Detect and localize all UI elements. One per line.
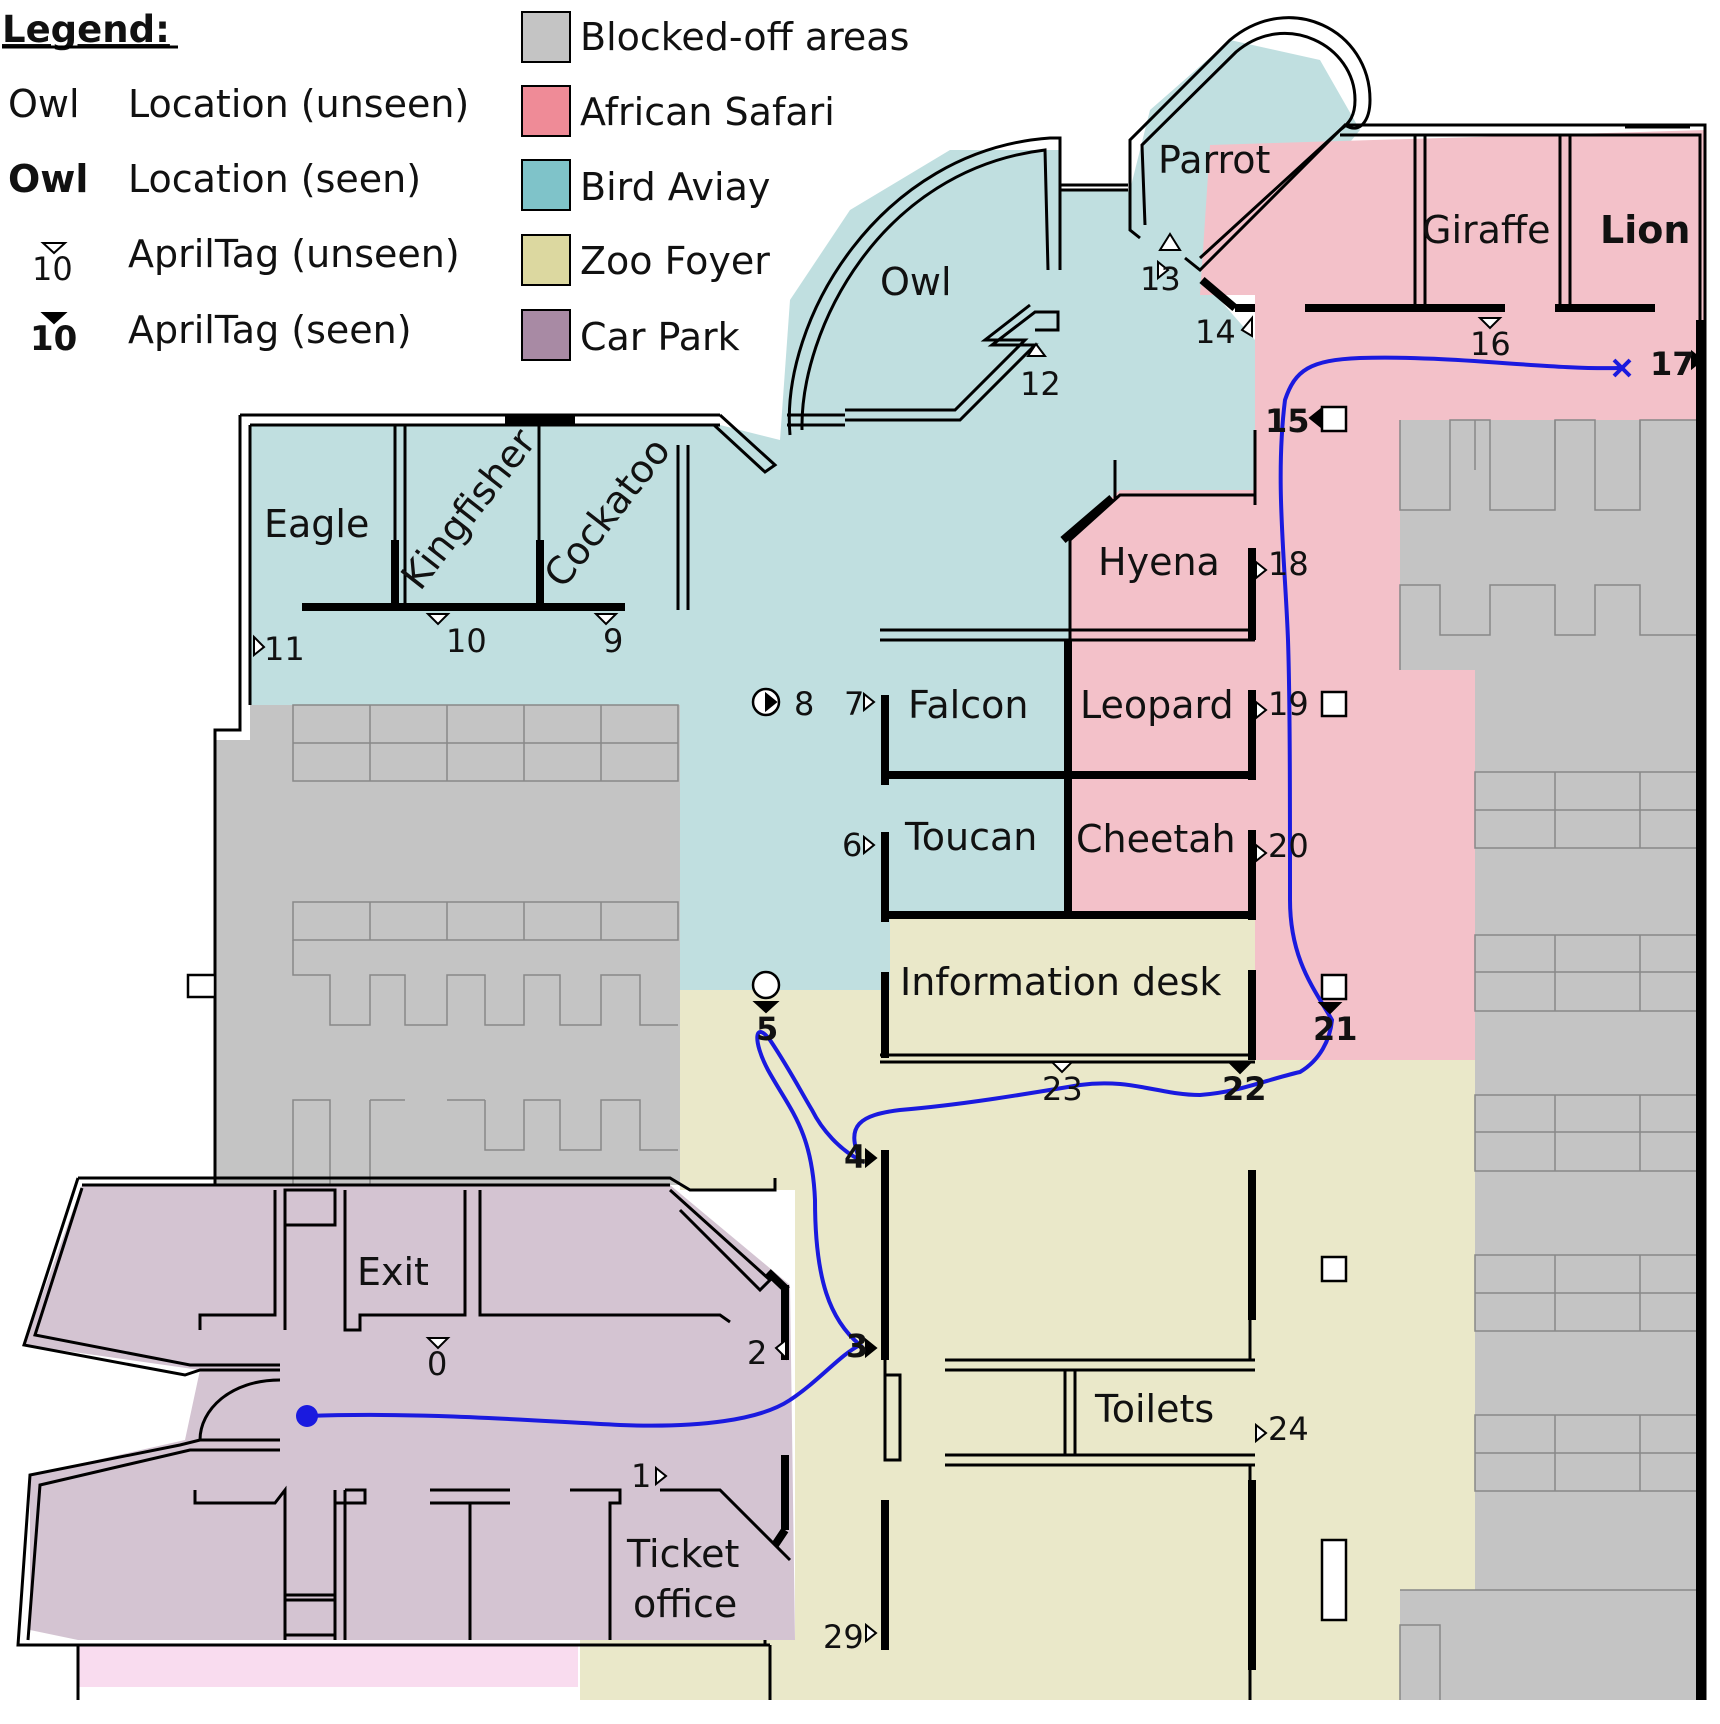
label-parrot: Parrot (1158, 138, 1270, 182)
blocked-left (215, 705, 680, 1185)
tag-4: 4 (844, 1138, 866, 1176)
tag-18: 18 (1268, 545, 1309, 583)
legend-owl-unseen-symbol: Owl (8, 82, 80, 126)
tag-9: 9 (603, 622, 623, 660)
tag-2: 2 (747, 1334, 767, 1372)
unseen-box-15 (1320, 405, 1348, 433)
tag-20: 20 (1268, 827, 1309, 865)
label-toilets: Toilets (1094, 1387, 1214, 1431)
safari-hyena-area (1070, 490, 1255, 915)
tag-19: 19 (1268, 685, 1309, 723)
label-falcon: Falcon (908, 683, 1028, 727)
tag-labels: 0 1 2 3 4 5 6 7 8 9 10 11 12 13 14 15 16… (264, 260, 1695, 1656)
info-desk-area (890, 918, 1255, 1055)
label-exit: Exit (357, 1250, 429, 1294)
legend-swatch-foyer (521, 234, 571, 286)
label-lion: Lion (1600, 208, 1690, 252)
tag-6: 6 (842, 826, 862, 864)
robot-route (306, 355, 1621, 1428)
tag-0: 0 (427, 1345, 447, 1383)
tag-17: 17 (1650, 345, 1695, 383)
legend: Legend: Owl Location (unseen) Owl Locati… (2, 8, 909, 361)
markers (186, 405, 1348, 1622)
wall-box-left (186, 973, 217, 999)
tag-14: 14 (1195, 313, 1236, 351)
legend-apriltag-seen-symbol: 10 (30, 319, 77, 359)
tag-triangles (253, 232, 1503, 1644)
tag-29: 29 (823, 1618, 864, 1656)
legend-area-carpark: Car Park (580, 315, 740, 359)
tag-3: 3 (846, 1327, 868, 1365)
label-owl: Owl (880, 260, 952, 304)
tag-21: 21 (1313, 1010, 1358, 1048)
legend-area-bird: Bird Aviay (580, 165, 770, 209)
car-park-area (24, 1185, 795, 1640)
tag-1: 1 (631, 1457, 651, 1495)
blocked-right (1400, 420, 1705, 1700)
tag-11: 11 (264, 630, 305, 668)
legend-owl-seen-symbol: Owl (8, 157, 88, 201)
tag-10: 10 (446, 622, 487, 660)
legend-title: Legend: (2, 8, 170, 51)
tag-12: 12 (1020, 365, 1061, 403)
label-info-desk: Information desk (900, 960, 1221, 1004)
tag-24: 24 (1268, 1410, 1309, 1448)
label-cheetah: Cheetah (1076, 817, 1236, 861)
legend-swatch-carpark (521, 309, 571, 361)
legend-apriltag-seen-desc: AprilTag (seen) (128, 308, 412, 352)
thick-walls (302, 276, 1704, 1700)
label-giraffe: Giraffe (1422, 208, 1550, 252)
tag-22: 22 (1222, 1070, 1267, 1108)
legend-owl-seen-desc: Location (seen) (128, 157, 421, 201)
tag-8: 8 (794, 685, 814, 723)
tag-7: 7 (844, 685, 864, 723)
route-start (296, 1405, 318, 1427)
unseen-box-foyer (1320, 1255, 1348, 1283)
legend-swatch-bird (521, 159, 571, 211)
legend-swatch-blocked (521, 11, 571, 63)
legend-area-blocked: Blocked-off areas (580, 15, 909, 59)
legend-apriltag-unseen-icon (40, 242, 68, 255)
tag-23: 23 (1042, 1070, 1083, 1108)
label-eagle: Eagle (264, 502, 369, 546)
legend-area-safari: African Safari (580, 90, 835, 134)
label-leopard: Leopard (1080, 683, 1234, 727)
tag-triangles-seen (752, 349, 1704, 1359)
legend-swatch-safari (521, 85, 571, 137)
label-hyena: Hyena (1098, 540, 1220, 584)
legend-area-foyer: Zoo Foyer (580, 239, 770, 283)
label-toucan: Toucan (904, 815, 1037, 859)
legend-apriltag-unseen-symbol: 10 (32, 250, 73, 288)
unseen-circle-5 (751, 970, 781, 1000)
legend-owl-unseen-desc: Location (unseen) (128, 82, 469, 126)
toilet-unit (1320, 1538, 1348, 1622)
tag-13: 13 (1140, 260, 1181, 298)
tag-16: 16 (1470, 325, 1511, 363)
tag-5: 5 (756, 1010, 778, 1048)
legend-apriltag-unseen-desc: AprilTag (unseen) (128, 232, 460, 276)
walls (16, 16, 1707, 1700)
legend-apriltag-seen-icon (40, 312, 68, 325)
route-end-x (1612, 358, 1632, 378)
unseen-box-21 (1320, 973, 1348, 1001)
unseen-box-19 (1320, 690, 1348, 718)
tag-15: 15 (1265, 402, 1310, 440)
label-ticket: Ticket (626, 1532, 739, 1576)
label-office: office (633, 1582, 737, 1626)
car-park-lower-pink (78, 1645, 578, 1687)
